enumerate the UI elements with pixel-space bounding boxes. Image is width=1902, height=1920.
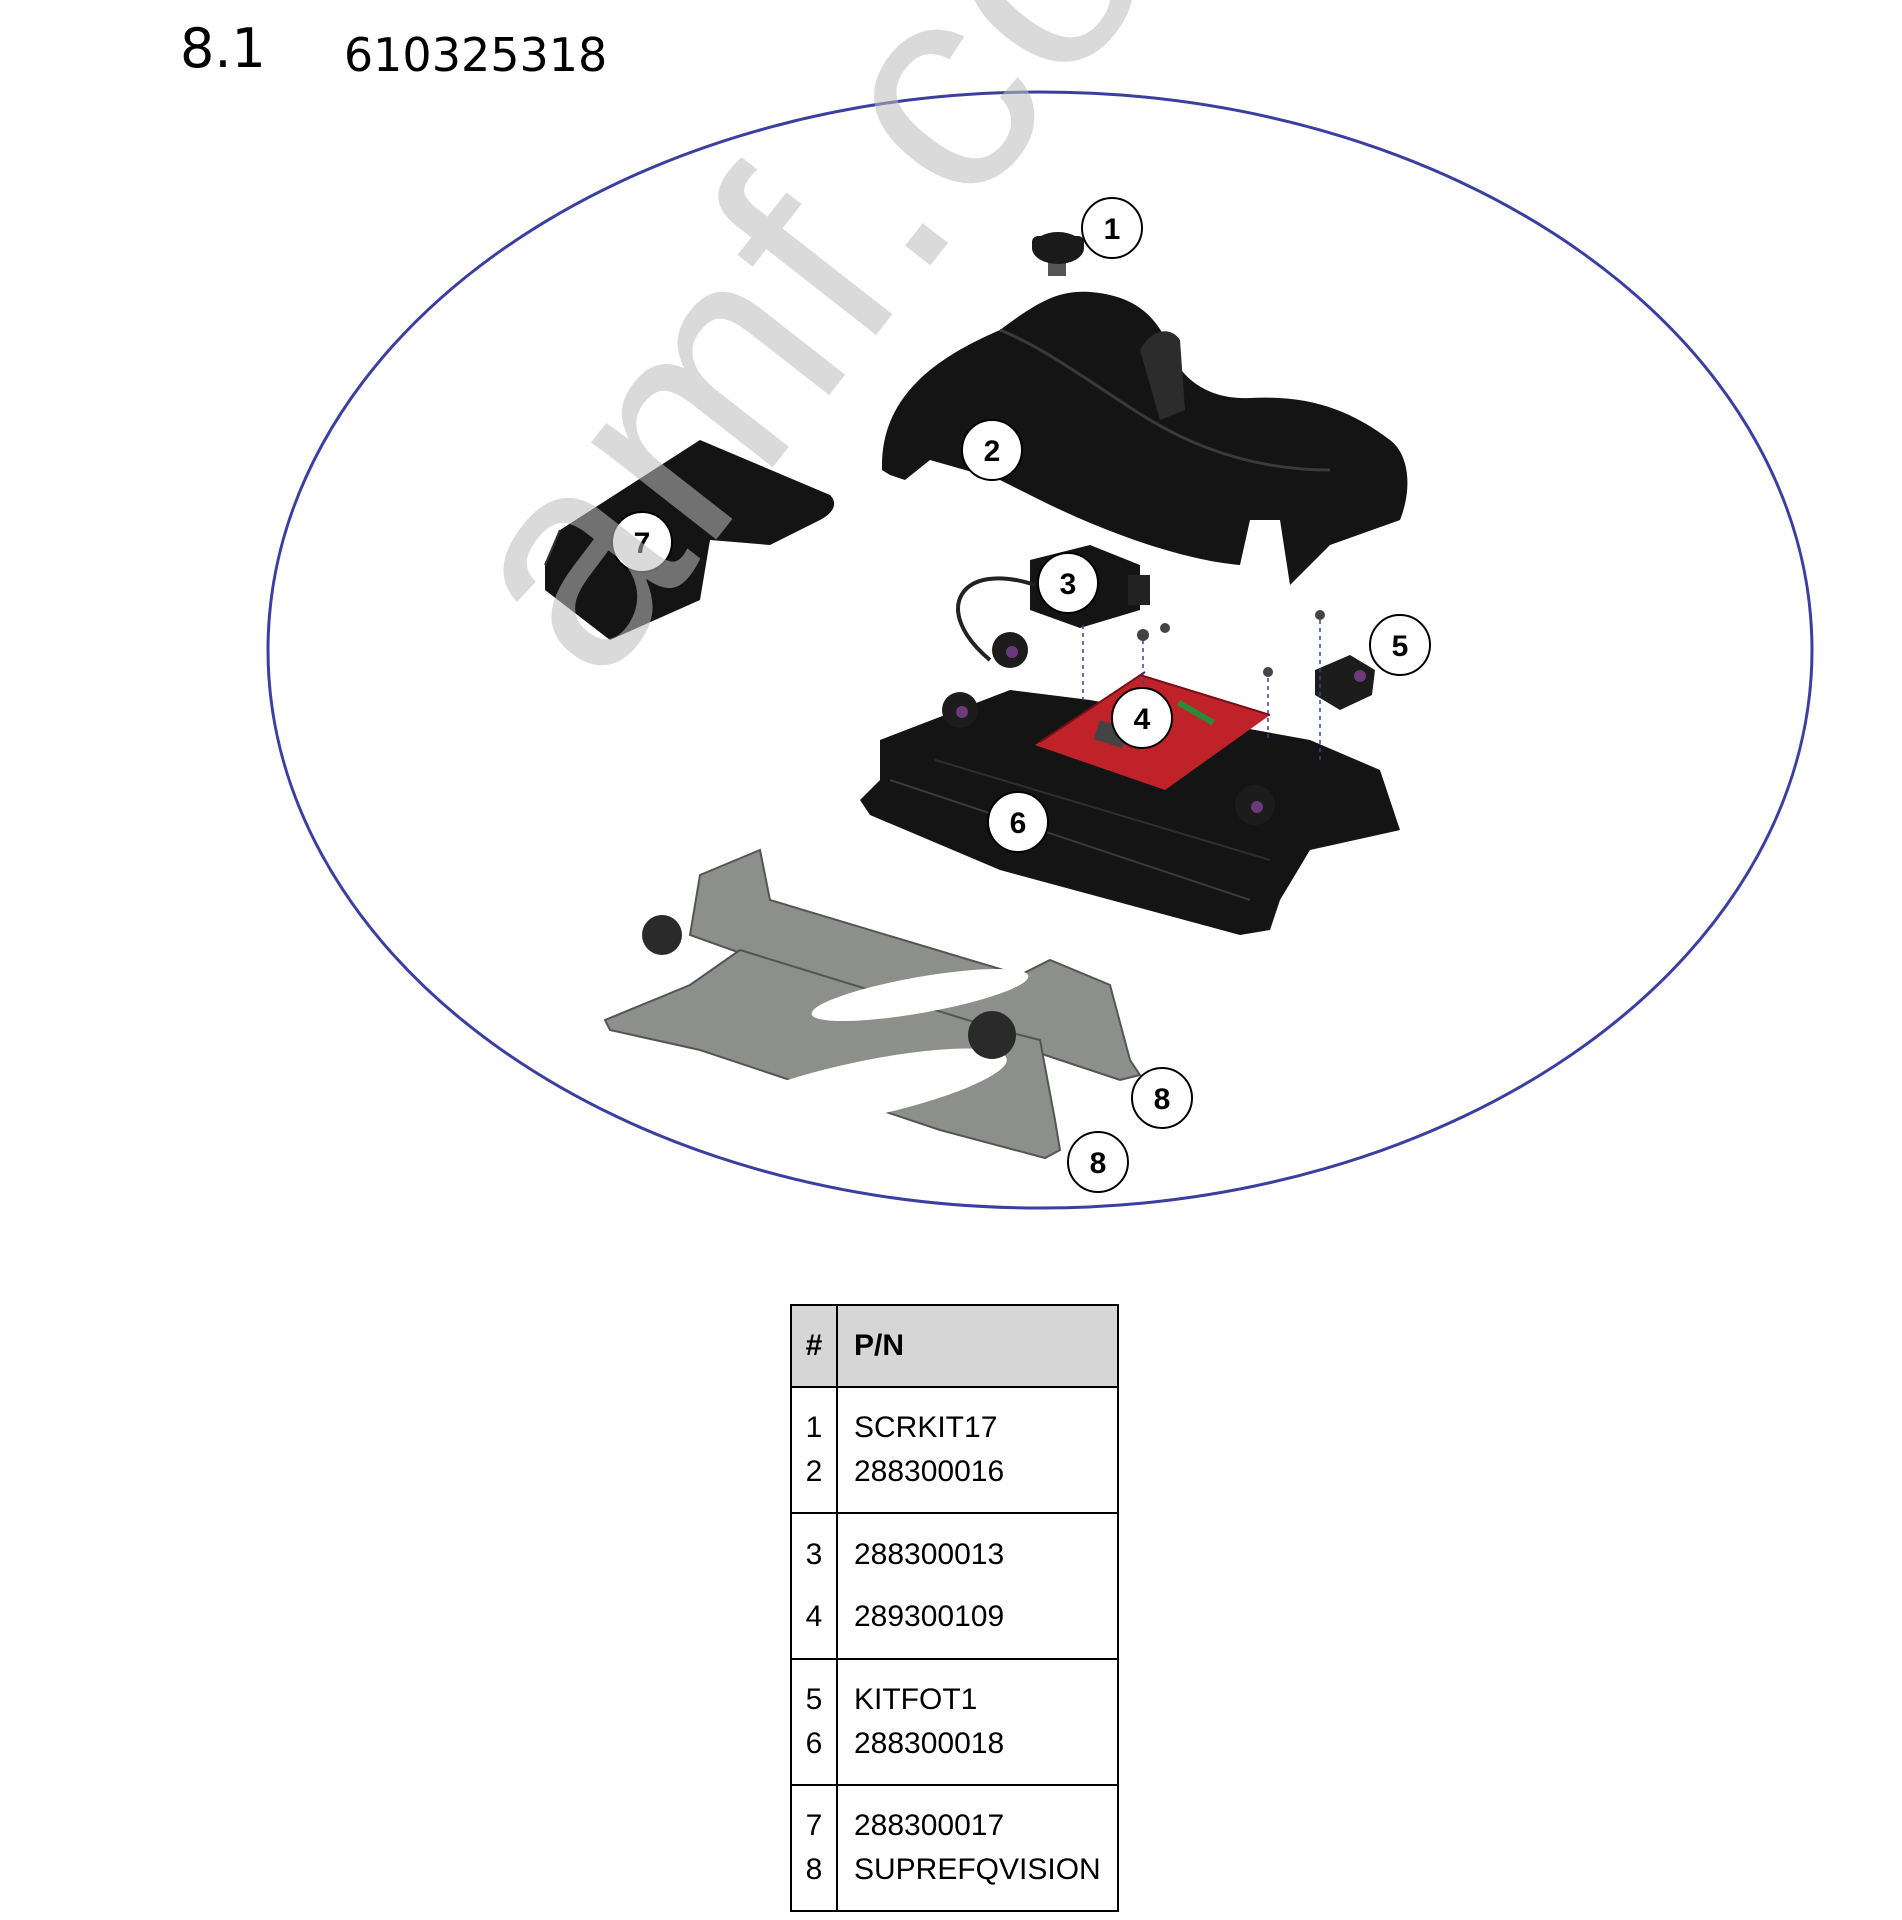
part-number: SUPREFQVISION (854, 1853, 1101, 1886)
part-number-cell: 288300017 SUPREFQVISION (836, 1784, 1119, 1912)
part-number: KITFOT1 (854, 1683, 978, 1716)
callout-circle (987, 791, 1049, 853)
callout-circle (1131, 1067, 1193, 1129)
table-row: 7 8 288300017 SUPREFQVISION (790, 1784, 1119, 1912)
table-row: 3 4 288300013 289300109 (790, 1512, 1119, 1660)
callout-top-cover: 2 (961, 419, 1023, 481)
table-header-row: # P/N (790, 1304, 1119, 1388)
sensor-right-part (1315, 655, 1375, 710)
item-number: 2 (805, 1455, 823, 1488)
callout-label: 4 (1134, 703, 1151, 736)
top-cover-part (881, 291, 1408, 585)
callout-sensor-box: 3 (1037, 552, 1099, 614)
callout-label: 3 (1060, 568, 1077, 601)
item-number: 4 (805, 1600, 823, 1633)
exploded-view-diagram: 1 2 3 4 5 6 7 8 8 (266, 90, 1814, 1210)
item-number-cell: 7 8 (790, 1784, 838, 1912)
base-tray-part (860, 690, 1400, 935)
callout-circle (1067, 1131, 1129, 1193)
part-number: 288300013 (854, 1538, 1005, 1571)
table-row: 5 6 KITFOT1 288300018 (790, 1658, 1119, 1786)
column-header-part-number: P/N (836, 1304, 1119, 1388)
item-number: 5 (805, 1683, 823, 1716)
page-heading: 8.1 610325318 (180, 17, 608, 82)
parts-list-table: # P/N 1 2 SCRKIT17 288300016 3 4 2883000… (790, 1304, 1119, 1912)
column-header-number: # (790, 1304, 838, 1388)
callout-circle (1037, 552, 1099, 614)
item-number-cell: 5 6 (790, 1658, 838, 1786)
table-row: 1 2 SCRKIT17 288300016 (790, 1386, 1119, 1514)
part-number: 288300017 (854, 1809, 1005, 1842)
callout-bubbles: 1 2 3 4 5 6 7 8 8 (611, 197, 1431, 1193)
item-number: 7 (805, 1809, 823, 1842)
item-number-cell: 1 2 (790, 1386, 838, 1514)
callout-label: 8 (1090, 1147, 1107, 1180)
callout-mounting-bracket-front: 8 (1067, 1131, 1129, 1193)
callout-circuit-board: 4 (1111, 687, 1173, 749)
callout-circle (1111, 687, 1173, 749)
part-number-cell: KITFOT1 288300018 (836, 1658, 1119, 1786)
callout-label: 5 (1392, 630, 1409, 663)
side-shield-part (544, 440, 835, 640)
item-number: 1 (805, 1411, 823, 1444)
callout-circle (1369, 614, 1431, 676)
callout-circle (611, 511, 673, 573)
callout-circle (961, 419, 1023, 481)
callout-label: 1 (1104, 213, 1121, 246)
callout-label: 8 (1154, 1083, 1171, 1116)
part-number: SCRKIT17 (854, 1411, 998, 1444)
callout-knob-screw: 1 (1081, 197, 1143, 259)
item-number: 3 (805, 1538, 823, 1571)
item-number: 8 (805, 1853, 823, 1886)
item-number: 6 (805, 1727, 823, 1760)
part-number-cell: 288300013 289300109 (836, 1512, 1119, 1660)
callout-mounting-bracket-rear: 8 (1131, 1067, 1193, 1129)
callout-label: 7 (634, 527, 651, 560)
callout-label: 6 (1010, 807, 1027, 840)
mounting-bracket-front-part (603, 948, 1062, 1160)
part-number: 289300109 (854, 1600, 1005, 1633)
boundary-ellipse (266, 90, 1814, 1210)
section-number: 8.1 (180, 17, 266, 80)
callout-label: 2 (984, 435, 1001, 468)
knob-screw-part (1032, 232, 1084, 276)
part-number: 288300018 (854, 1727, 1005, 1760)
part-number: 288300016 (854, 1455, 1005, 1488)
callout-side-shield: 7 (611, 511, 673, 573)
assembly-part-number: 610325318 (343, 28, 608, 82)
item-number-cell: 3 4 (790, 1512, 838, 1660)
part-number-cell: SCRKIT17 288300016 (836, 1386, 1119, 1514)
tray-sensors (942, 632, 1275, 825)
callout-base-tray: 6 (987, 791, 1049, 853)
callout-circle (1081, 197, 1143, 259)
callout-sensor-right: 5 (1369, 614, 1431, 676)
